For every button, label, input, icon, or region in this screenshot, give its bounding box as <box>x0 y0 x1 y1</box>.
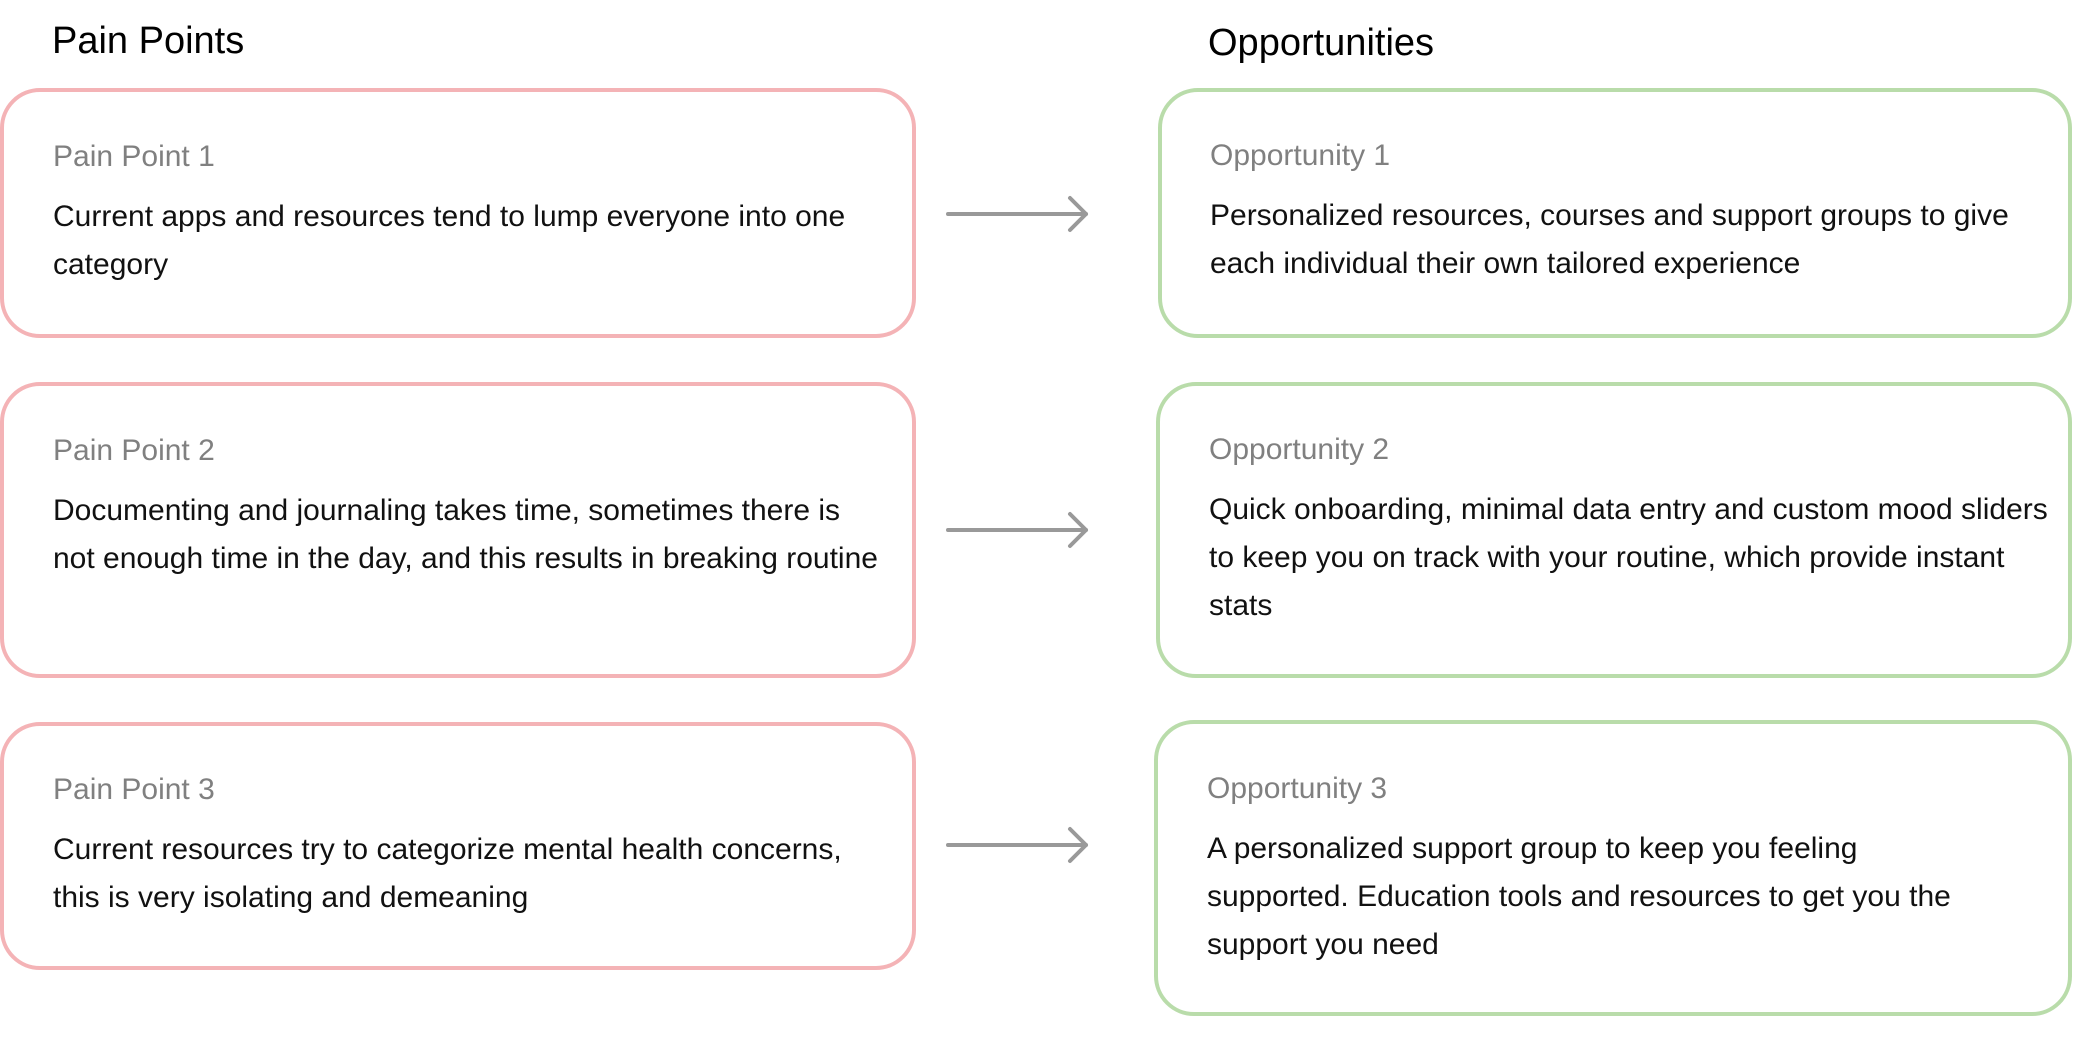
pain-point-label: Pain Point 2 <box>53 434 215 467</box>
opportunity-text: A personalized support group to keep you… <box>1207 832 1951 961</box>
arrow-right-icon <box>946 196 1088 232</box>
pain-point-card-2: Pain Point 2 Documenting and journaling … <box>0 382 916 678</box>
opportunity-card-2: Opportunity 2 Quick onboarding, minimal … <box>1156 382 2072 678</box>
opportunity-card-3: Opportunity 3 A personalized support gro… <box>1154 720 2072 1016</box>
pain-point-text: Current apps and resources tend to lump … <box>53 200 846 281</box>
opportunity-label: Opportunity 3 <box>1207 772 1388 805</box>
pain-point-card-3: Pain Point 3 Current resources try to ca… <box>0 722 916 970</box>
opportunities-heading: Opportunities <box>1208 22 1435 64</box>
pain-point-label: Pain Point 3 <box>53 773 215 806</box>
opportunity-text: Personalized resources, courses and supp… <box>1210 199 2009 280</box>
arrow-right-icon <box>946 827 1088 863</box>
pain-point-text: Current resources try to categorize ment… <box>53 833 842 914</box>
arrow-right-icon <box>946 512 1088 548</box>
opportunity-label: Opportunity 2 <box>1209 433 1390 466</box>
pain-point-label: Pain Point 1 <box>53 140 215 173</box>
pain-point-card-1: Pain Point 1 Current apps and resources … <box>0 88 916 338</box>
pain-points-heading: Pain Points <box>52 20 245 62</box>
opportunity-card-1: Opportunity 1 Personalized resources, co… <box>1158 88 2072 338</box>
pain-point-text: Documenting and journaling takes time, s… <box>53 494 878 575</box>
opportunity-label: Opportunity 1 <box>1210 139 1391 172</box>
opportunity-text: Quick onboarding, minimal data entry and… <box>1209 493 2048 622</box>
